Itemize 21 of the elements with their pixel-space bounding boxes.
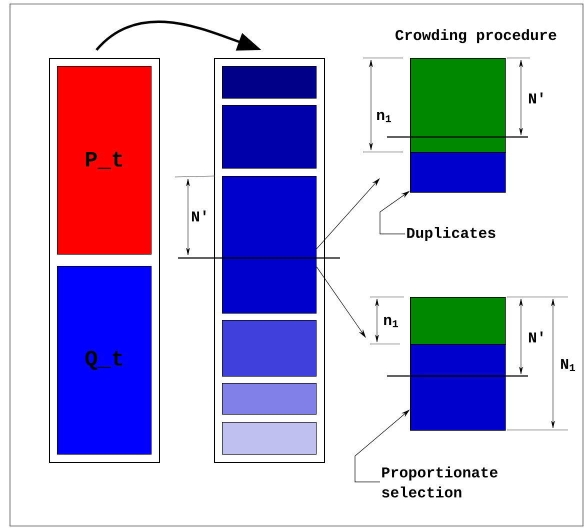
dimension-label: n$_{1}$ <box>377 112 391 122</box>
dimension-label: N' <box>192 210 206 222</box>
front-bar <box>222 382 317 415</box>
population-box: P_t <box>57 66 152 255</box>
callout-text: Proportionate selection <box>382 466 498 498</box>
front-bar <box>222 66 317 99</box>
population-box: Q_t <box>57 266 152 455</box>
remaining-block <box>410 344 506 431</box>
selected-block <box>410 58 506 153</box>
front-bar <box>222 422 317 455</box>
front-bar <box>222 320 317 377</box>
title: Crowding procedure <box>396 29 556 44</box>
dimension-label: N' <box>528 332 542 342</box>
front-bar <box>222 105 317 169</box>
duplicate-block <box>410 152 506 193</box>
selected-block <box>410 296 506 345</box>
front-bar <box>222 176 317 314</box>
dimension-label: N' <box>528 92 542 104</box>
dimension-label: N$_{1}$ <box>561 358 575 371</box>
dimension-label: n$_{1}$ <box>384 316 398 328</box>
callout-text: Duplicates <box>407 227 496 241</box>
